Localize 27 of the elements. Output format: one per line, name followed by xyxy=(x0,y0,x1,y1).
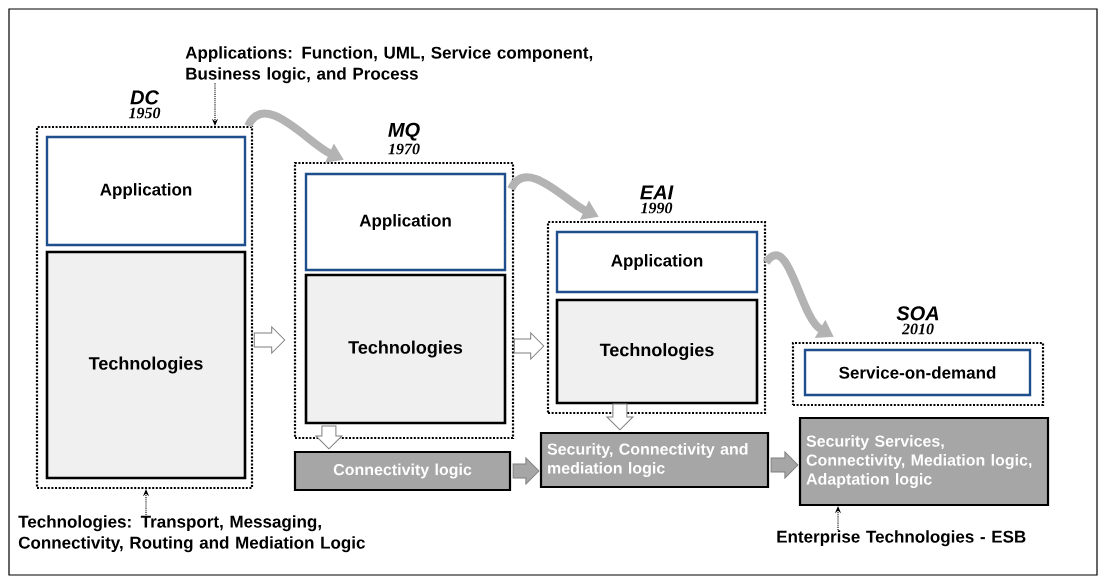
technologies-box: Technologies xyxy=(45,250,247,480)
node-label: 2010 xyxy=(901,323,934,335)
block-arrow xyxy=(315,425,343,450)
annotation-text: Applications: Function, UML, Service component, Business logic, and Process xyxy=(185,46,593,84)
node-label: 1950 xyxy=(128,107,161,119)
application-box: Application xyxy=(304,172,507,272)
block-arrow xyxy=(606,403,634,431)
block-arrow xyxy=(513,332,545,360)
node-label: MQ xyxy=(388,122,420,141)
node-label: SOA xyxy=(896,306,939,321)
node-label: 1970 xyxy=(388,143,420,155)
technologies-box: Technologies xyxy=(555,298,759,405)
application-box: Service-on-demand xyxy=(803,348,1032,397)
logic-box: Security, Connectivity and mediation logic xyxy=(539,431,770,489)
logic-box: Connectivity logic xyxy=(293,450,512,492)
node-label: EAI xyxy=(640,185,674,200)
application-box: Application xyxy=(555,230,759,294)
technologies-box: Technologies xyxy=(304,273,507,425)
annotation-text: Enterprise Technologies - ESB xyxy=(777,530,1026,547)
node-label: 1990 xyxy=(640,202,673,214)
node-label: DC xyxy=(130,90,160,105)
logic-box: Security Services, Connectivity, Mediation logic, Adaptation logic xyxy=(798,416,1050,507)
annotation-text: Technologies: Transport, Messaging, Connectivity, Routing and Mediation Logic xyxy=(18,515,365,553)
block-arrow xyxy=(253,326,286,354)
application-box: Application xyxy=(45,135,247,247)
block-arrow xyxy=(770,451,799,479)
block-arrow xyxy=(512,457,540,485)
